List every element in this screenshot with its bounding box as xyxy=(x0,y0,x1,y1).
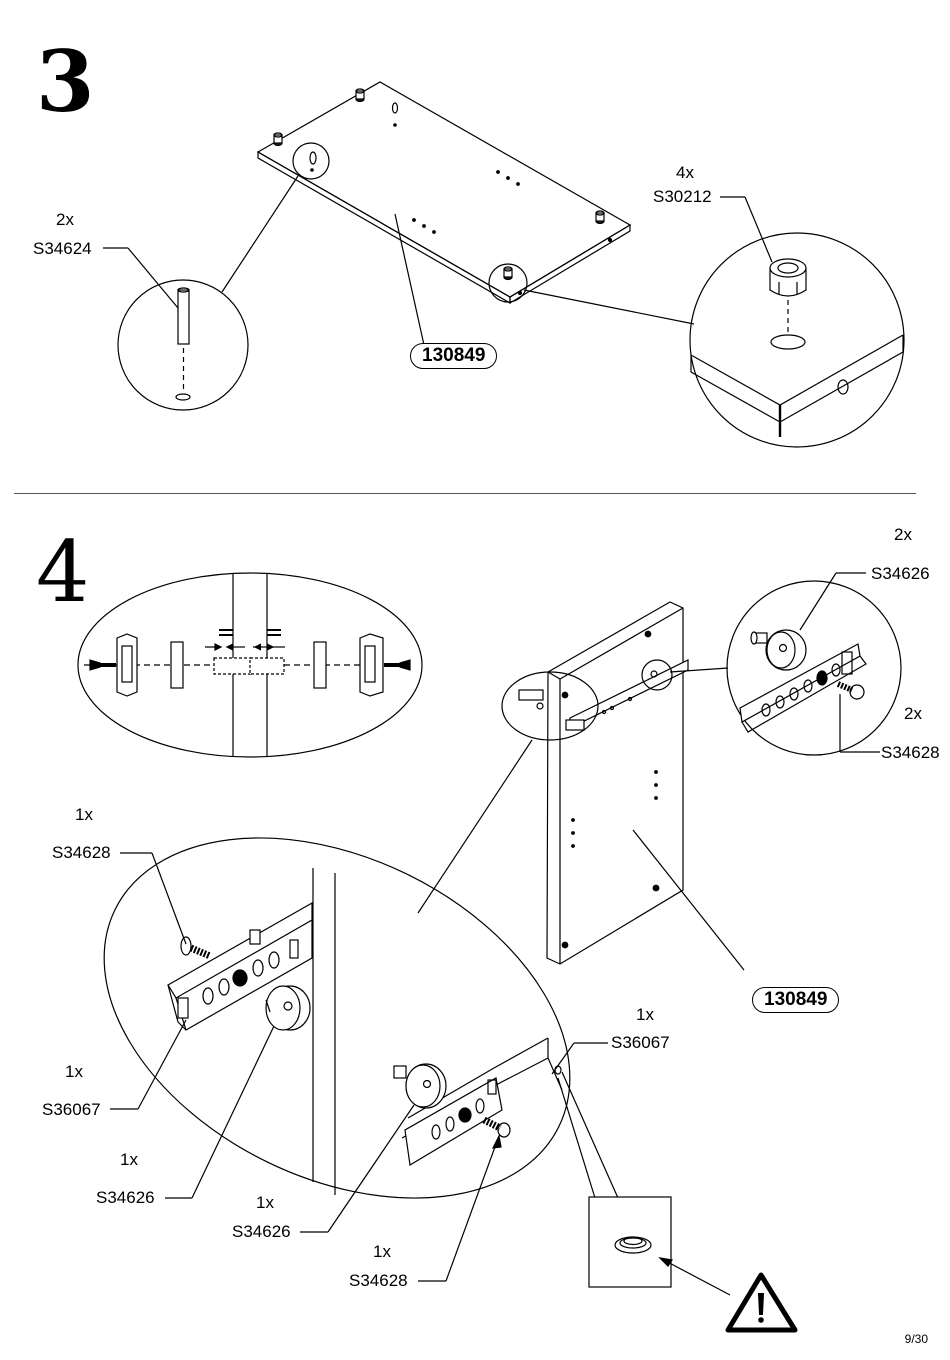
step-4-number: 4 xyxy=(36,523,90,621)
warning-icon xyxy=(725,1272,798,1333)
cam-lock xyxy=(595,210,605,225)
cam-lock xyxy=(503,266,513,281)
callout-part-s34626-right: S34626 xyxy=(871,564,930,583)
callout-part-s34626-a: S34626 xyxy=(96,1188,155,1207)
hole-detail xyxy=(588,1196,731,1296)
step4-panel xyxy=(501,601,689,965)
callout-part-s34626-b: S34626 xyxy=(232,1222,291,1241)
callout-part-s36067-left: S36067 xyxy=(42,1100,101,1119)
callout-qty-s30212: 4x xyxy=(676,163,694,182)
callout-part-s34628-b: S34628 xyxy=(349,1271,408,1290)
callout-part-s34624: S34624 xyxy=(33,239,92,258)
cam-lock xyxy=(355,88,365,103)
section-divider xyxy=(14,493,916,494)
callout-qty-s34624: 2x xyxy=(56,210,74,229)
cam-lock xyxy=(273,132,283,147)
camlock-detail xyxy=(689,232,905,448)
callout-part-s30212: S30212 xyxy=(653,187,712,206)
board-part-label-step4: 130849 xyxy=(752,987,840,1013)
page-number: 9/30 xyxy=(904,1332,928,1346)
dowel-detail xyxy=(117,279,249,411)
callout-part-s34628-left: S34628 xyxy=(52,843,111,862)
callout-qty-s34626-right: 2x xyxy=(894,525,912,544)
callout-part-s34628-right: S34628 xyxy=(881,743,940,762)
step-3-number: 3 xyxy=(36,32,95,131)
callout-qty-s36067-right: 1x xyxy=(636,1005,654,1024)
callout-qty-s34628-b: 1x xyxy=(373,1242,391,1261)
callout-qty-s36067-left: 1x xyxy=(65,1062,83,1081)
board-part-label: 130849 xyxy=(410,343,498,369)
callout-qty-s34628-right: 2x xyxy=(904,704,922,723)
callout-part-s36067-right: S36067 xyxy=(611,1033,670,1052)
rail-bolt-detail xyxy=(726,580,902,756)
callout-qty-s34626-b: 1x xyxy=(256,1193,274,1212)
step3-board xyxy=(256,81,632,305)
spacing-detail xyxy=(77,572,423,758)
callout-qty-s34626-a: 1x xyxy=(120,1150,138,1169)
callout-qty-s34628-left: 1x xyxy=(75,805,93,824)
large-rail-detail xyxy=(103,837,571,1199)
